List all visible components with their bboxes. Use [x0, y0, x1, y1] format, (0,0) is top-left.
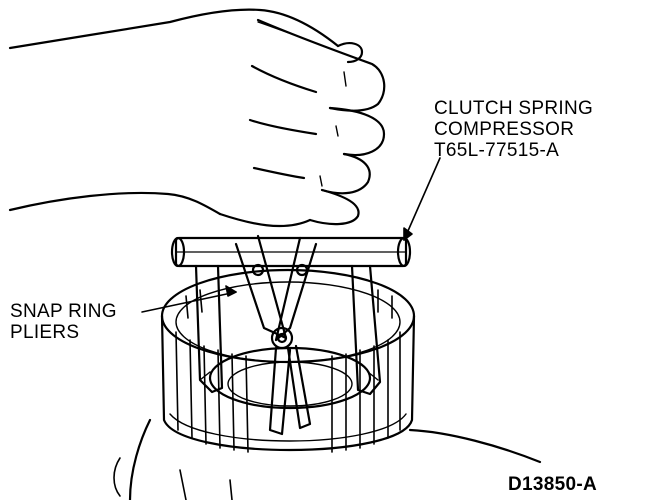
- snap-ring-pliers: [234, 234, 318, 436]
- compressor-label-line-3: T65L-77515-A: [434, 140, 560, 161]
- compressor-label-line-2: COMPRESSOR: [434, 119, 575, 140]
- compressor-label-line-1: CLUTCH SPRING: [434, 98, 594, 119]
- pliers-label-line-2: PLIERS: [10, 322, 80, 343]
- pliers-label-line-1: SNAP RING: [10, 301, 117, 322]
- hand-drawing: [8, 8, 386, 228]
- clutch-drum: [113, 268, 542, 500]
- snap-ring-pliers-label: SNAP RING PLIERS: [10, 301, 117, 343]
- clutch-spring-compressor-label: CLUTCH SPRING COMPRESSOR T65L-77515-A: [434, 98, 593, 161]
- callout-leaders: [141, 157, 441, 313]
- figure-code: D13850-A: [508, 474, 598, 495]
